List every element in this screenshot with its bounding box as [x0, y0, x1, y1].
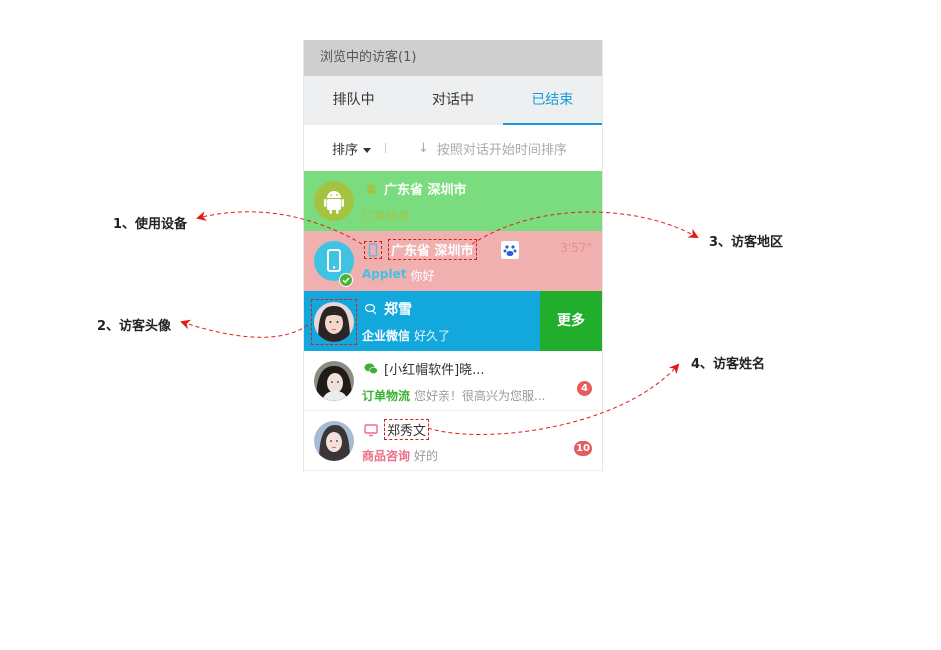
- sort-bar: 排序 ↓ 按照对话开始时间排序: [304, 125, 602, 171]
- more-button[interactable]: 更多: [540, 291, 602, 351]
- visitor-source: Applet: [362, 267, 407, 281]
- visitor-panel: 浏览中的访客(1) 排队中 对话中 已结束 排序 ↓ 按照对话开始时间排序: [303, 40, 603, 472]
- last-message: 好久了: [414, 329, 451, 343]
- sort-dropdown[interactable]: 排序: [332, 139, 372, 158]
- visitor-avatar: [314, 181, 354, 221]
- visitor-source: 企业微信: [362, 329, 411, 343]
- unread-badge: 10: [574, 441, 592, 456]
- avatar-highlight: [311, 299, 357, 345]
- visitor-row[interactable]: 广东省 深圳市 订单物流: [304, 171, 602, 231]
- tab-queue[interactable]: 排队中: [332, 92, 375, 108]
- visitor-row[interactable]: 广东省 深圳市 3'57" Applet 你好: [304, 231, 602, 291]
- mobile-icon: [368, 242, 378, 257]
- annotation-device: 1、使用设备: [113, 217, 188, 232]
- person-photo-icon: [314, 421, 354, 461]
- android-icon: [324, 191, 344, 214]
- annotation-name: 4、访客姓名: [691, 357, 766, 372]
- arrow-region: [471, 211, 699, 245]
- visitor-row[interactable]: [小红帽软件]晓... 订单物流 您好亲！很高兴为您服... 4: [304, 351, 602, 411]
- unread-badge: 4: [577, 381, 592, 396]
- visitor-source: 订单物流: [362, 389, 411, 403]
- visitor-source: 商品咨询: [362, 449, 411, 463]
- visitor-row[interactable]: 郑秀文 商品咨询 好的 10: [304, 411, 602, 471]
- baidu-icon: [500, 240, 519, 259]
- visitor-region: 广东省 深圳市: [384, 183, 467, 198]
- tab-bar: 排队中 对话中 已结束: [304, 76, 602, 125]
- chat-icon: [364, 303, 377, 315]
- visitor-row[interactable]: 郑雪 企业微信 好久了 更多: [304, 291, 602, 351]
- arrow-device: [196, 211, 363, 245]
- mobile-icon: [327, 249, 341, 272]
- chat-duration: 3'57": [560, 241, 592, 255]
- android-icon: [367, 183, 375, 194]
- tab-chatting[interactable]: 对话中: [431, 92, 474, 108]
- sort-hint: 按照对话开始时间排序: [436, 142, 567, 158]
- tab-ended[interactable]: 已结束: [502, 76, 602, 125]
- person-photo-icon: [314, 361, 354, 401]
- last-message: 您好亲！很高兴为您服...: [414, 389, 546, 403]
- last-message: 你好: [410, 269, 435, 283]
- visitor-source: 订单物流: [362, 209, 411, 223]
- visitor-name: 郑雪: [384, 302, 412, 318]
- visitor-name: 郑秀文: [384, 419, 430, 440]
- last-message: 好的: [414, 449, 439, 463]
- panel-header: 浏览中的访客(1): [304, 40, 602, 76]
- visitor-avatar: [314, 421, 354, 461]
- arrow-name: [427, 363, 680, 435]
- annotation-region: 3、访客地区: [709, 235, 784, 250]
- divider: [385, 143, 387, 153]
- visitor-avatar: [314, 302, 354, 342]
- visitor-region: 广东省 深圳市: [388, 239, 477, 260]
- check-badge-icon: [339, 273, 353, 287]
- arrow-down-icon: ↓: [418, 140, 429, 156]
- device-highlight: [364, 240, 382, 259]
- caret-down-icon: [363, 147, 372, 153]
- arrow-avatar: [180, 319, 309, 338]
- desktop-icon: [364, 423, 378, 436]
- annotation-avatar: 2、访客头像: [97, 319, 172, 334]
- visitor-avatar: [314, 361, 354, 401]
- wechat-icon: [364, 363, 378, 374]
- visitor-name: [小红帽软件]晓...: [384, 363, 485, 378]
